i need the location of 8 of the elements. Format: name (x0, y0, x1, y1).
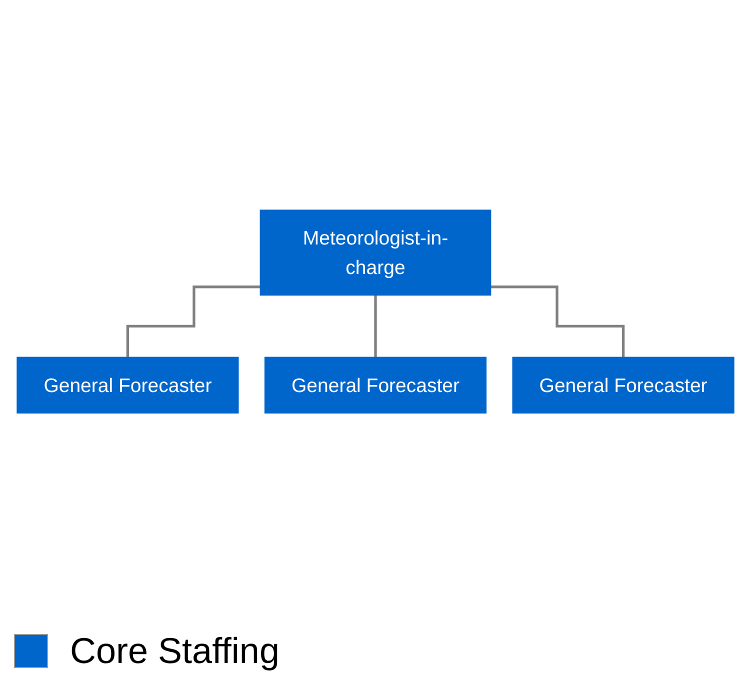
node-box: General Forecaster (16, 357, 239, 414)
connector (126, 286, 260, 359)
legend-label: Core Staffing (70, 630, 280, 672)
connector (490, 286, 625, 359)
node-box: General Forecaster (264, 357, 487, 414)
connector (374, 294, 377, 359)
node-box: General Forecaster (512, 357, 734, 414)
node-box: Meteorologist-in-charge (260, 210, 492, 296)
